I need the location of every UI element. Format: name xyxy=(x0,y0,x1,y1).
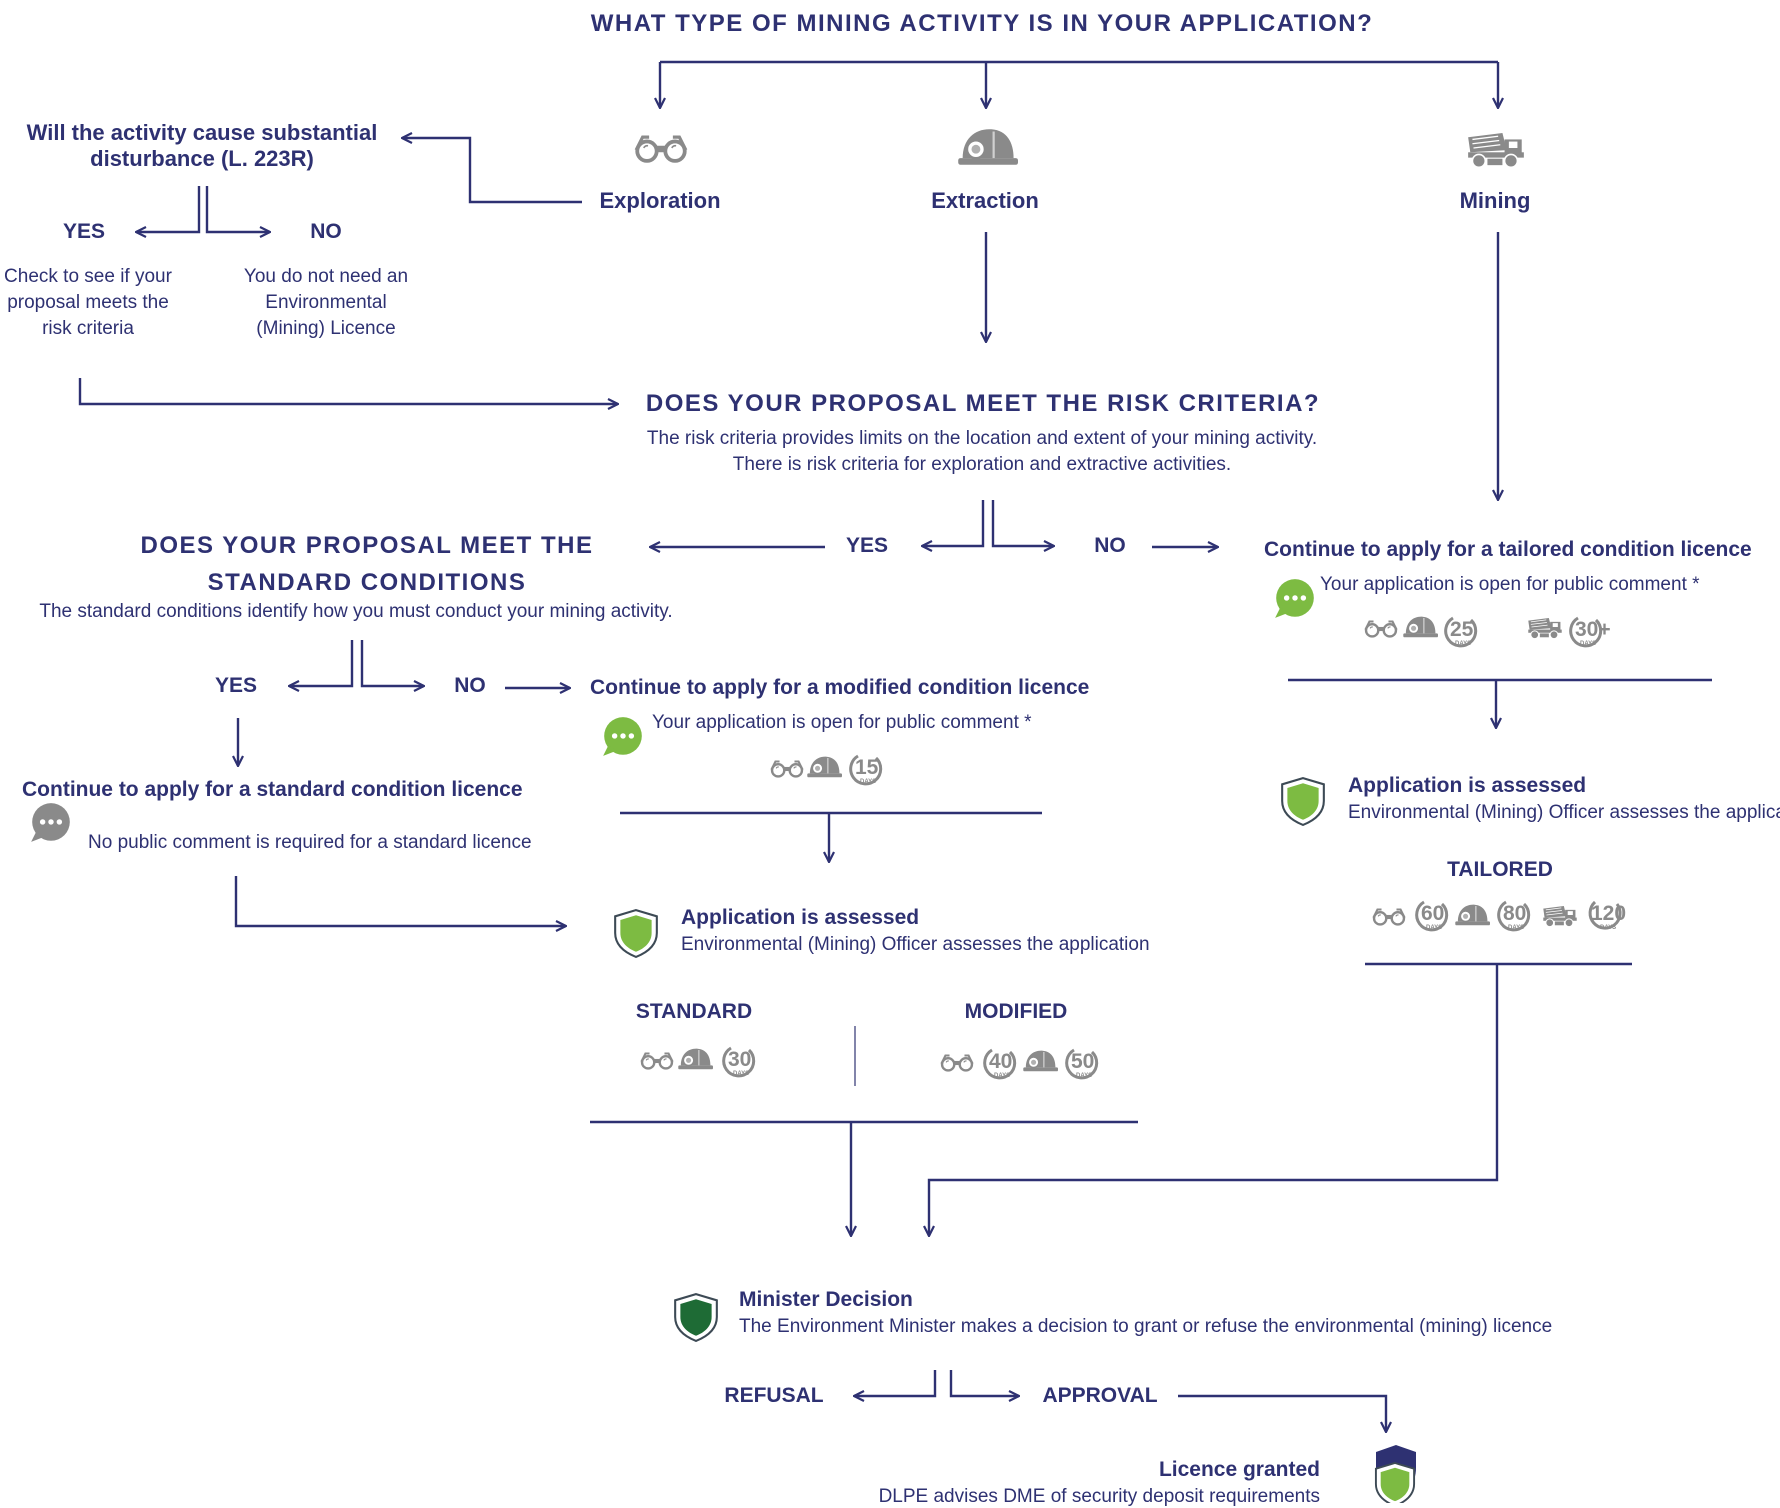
days-unit: DAYS xyxy=(994,1073,1011,1079)
page-title: WHAT TYPE OF MINING ACTIVITY IS IN YOUR … xyxy=(590,10,1374,37)
licence-granted-heading: Licence granted xyxy=(1158,1458,1320,1481)
exploration-label: Exploration xyxy=(599,188,721,213)
risk-criteria-heading: DOES YOUR PROPOSAL MEET THE RISK CRITERI… xyxy=(645,390,1321,417)
risk-criteria-line1: The risk criteria provides limits on the… xyxy=(646,428,1318,449)
days-unit: DAYS xyxy=(1426,925,1443,931)
disturbance-yes-label: YES xyxy=(62,220,106,243)
days-clock-icon: 30+ DAYS xyxy=(1566,612,1611,655)
days-unit: DAYS xyxy=(1580,641,1597,647)
days-clock-icon: 120 DAYS xyxy=(1583,896,1629,939)
days-clock-icon: 60 DAYS xyxy=(1412,896,1450,939)
modified-assessment-label: MODIFIED xyxy=(964,1000,1068,1023)
days-value: 50 xyxy=(1071,1050,1095,1073)
standard-conditions-heading-1: DOES YOUR PROPOSAL MEET THE xyxy=(140,532,594,559)
disturbance-question-line1: Will the activity cause substantial xyxy=(26,120,378,145)
days-value: 30+ xyxy=(1575,618,1611,641)
minister-decision-text: The Environment Minister makes a decisio… xyxy=(739,1316,1553,1337)
extraction-label: Extraction xyxy=(931,188,1039,213)
standard-no-label: NO xyxy=(454,674,486,697)
approval-label: APPROVAL xyxy=(1042,1384,1158,1407)
no-licence-text-3: (Mining) Licence xyxy=(256,318,396,339)
disturbance-question-line2: disturbance (L. 223R) xyxy=(90,146,314,171)
check-risk-text-3: risk criteria xyxy=(42,318,134,339)
days-value: 60 xyxy=(1421,902,1445,925)
disturbance-no-label: NO xyxy=(310,220,342,243)
days-value: 30 xyxy=(728,1048,752,1071)
mining-label: Mining xyxy=(1459,188,1531,213)
standard-yes-label: YES xyxy=(214,674,258,697)
days-clock-icon: 25 DAYS xyxy=(1441,612,1479,655)
days-unit: DAYS xyxy=(860,779,877,785)
standard-assessment-label: STANDARD xyxy=(635,1000,753,1023)
days-value: 25 xyxy=(1450,618,1474,641)
refusal-label: REFUSAL xyxy=(724,1384,824,1407)
days-clock-icon: 15 DAYS xyxy=(846,750,884,793)
days-unit: DAYS xyxy=(1600,925,1617,931)
standard-conditions-description: The standard conditions identify how you… xyxy=(39,601,673,622)
assessed-right-heading: Application is assessed xyxy=(1348,774,1587,797)
check-risk-text-1: Check to see if your xyxy=(4,266,172,287)
standard-conditions-heading-2: STANDARD CONDITIONS xyxy=(207,569,527,596)
minister-decision-heading: Minister Decision xyxy=(739,1288,913,1311)
modified-comment-text: Your application is open for public comm… xyxy=(652,712,1032,733)
days-clock-icon: 30 DAYS xyxy=(719,1042,757,1085)
days-value: 120 xyxy=(1591,902,1627,925)
days-clock-icon: 40 DAYS xyxy=(980,1044,1018,1087)
licence-granted-text: DLPE advises DME of security deposit req… xyxy=(878,1486,1320,1507)
standard-licence-comment: No public comment is required for a stan… xyxy=(88,832,532,853)
days-unit: DAYS xyxy=(733,1071,750,1077)
tailored-assessment-label: TAILORED xyxy=(1447,858,1553,881)
days-clock-icon: 80 DAYS xyxy=(1494,896,1532,939)
tailored-licence-heading: Continue to apply for a tailored conditi… xyxy=(1264,538,1752,561)
assessed-left-heading: Application is assessed xyxy=(681,906,920,929)
days-unit: DAYS xyxy=(1508,925,1525,931)
check-risk-text-2: proposal meets the xyxy=(7,292,169,313)
days-value: 40 xyxy=(989,1050,1013,1073)
no-licence-text-2: Environmental xyxy=(265,292,387,313)
assessed-right-text: Environmental (Mining) Officer assesses … xyxy=(1348,802,1780,823)
days-value: 80 xyxy=(1503,902,1527,925)
no-licence-text-1: You do not need an xyxy=(243,266,409,287)
days-unit: DAYS xyxy=(1076,1073,1093,1079)
modified-licence-heading: Continue to apply for a modified conditi… xyxy=(590,676,1090,699)
tailored-comment-text: Your application is open for public comm… xyxy=(1320,574,1700,595)
days-clock-icon: 50 DAYS xyxy=(1062,1044,1100,1087)
risk-criteria-line2: There is risk criteria for exploration a… xyxy=(732,454,1232,475)
risk-no-label: NO xyxy=(1094,534,1126,557)
days-value: 15 xyxy=(855,756,879,779)
assessed-left-text: Environmental (Mining) Officer assesses … xyxy=(681,934,1150,955)
standard-licence-heading: Continue to apply for a standard conditi… xyxy=(22,778,523,801)
risk-yes-label: YES xyxy=(845,534,889,557)
days-unit: DAYS xyxy=(1455,641,1472,647)
